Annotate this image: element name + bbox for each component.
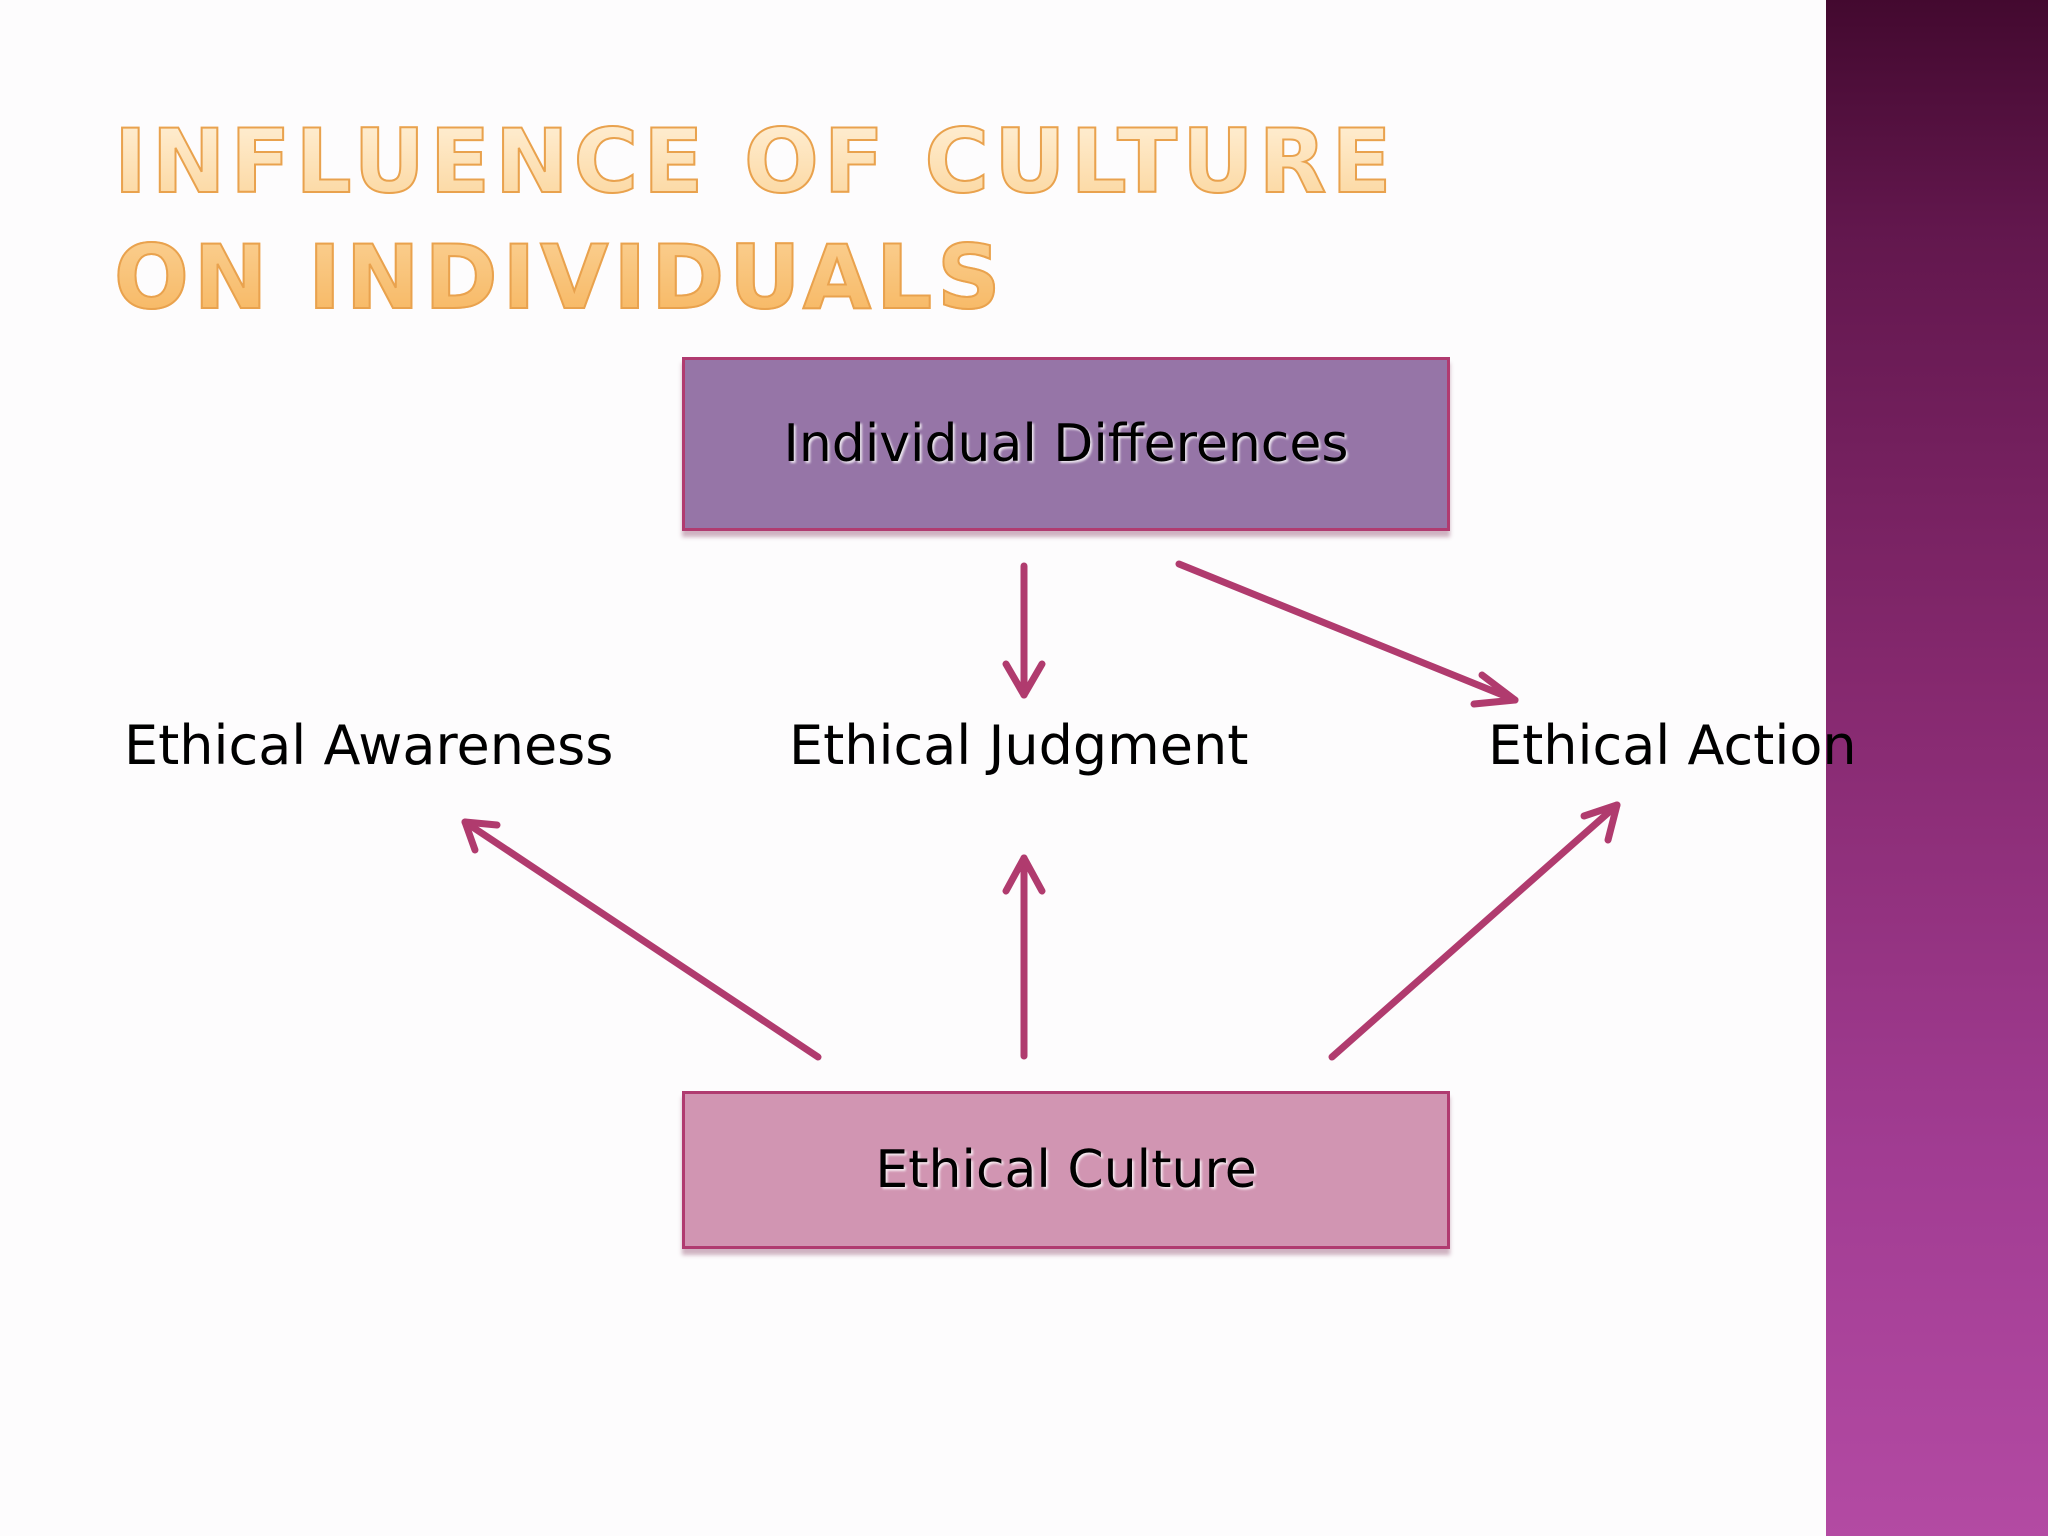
ethical-culture-label: Ethical Culture [875, 1140, 1257, 1200]
arrow-culture-to-awareness [461, 818, 822, 1061]
ethical-action-label: Ethical Action [1488, 714, 1857, 777]
ethical-judgment-label: Ethical Judgment [789, 714, 1249, 777]
arrow-differences-to-judgment [1002, 562, 1046, 699]
individual-differences-box: Individual Differences [682, 357, 1450, 531]
arrow-differences-to-action [1175, 560, 1519, 708]
side-decoration-band [1826, 0, 2048, 1536]
ethical-awareness-label: Ethical Awareness [124, 714, 614, 777]
slide-title: Influence of Culture on Individuals [113, 104, 1414, 336]
individual-differences-label: Individual Differences [783, 414, 1349, 474]
arrow-culture-to-action [1328, 801, 1621, 1061]
arrow-culture-to-judgment [1002, 854, 1046, 1060]
ethical-culture-box: Ethical Culture [682, 1091, 1450, 1249]
